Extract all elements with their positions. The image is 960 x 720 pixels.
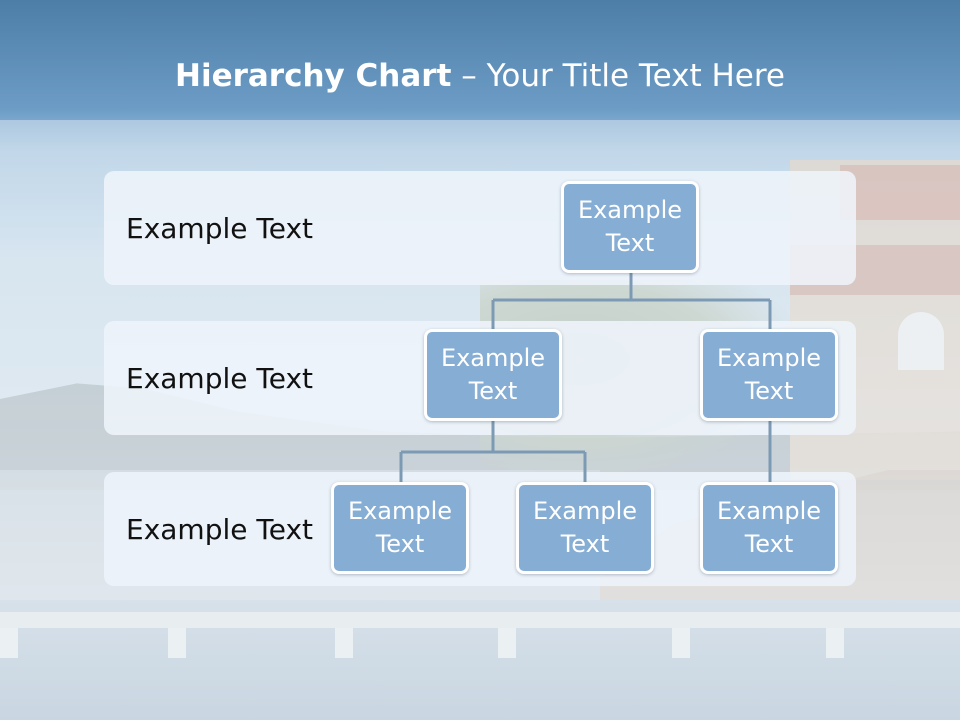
level-label-1[interactable]: Example Text [126,211,314,245]
pier-post [168,628,186,658]
slide-title-bold: Hierarchy Chart [175,58,452,94]
node-root[interactable]: Example Text [561,181,699,273]
level-label-3[interactable]: Example Text [126,512,314,546]
pier-post [335,628,353,658]
pier-post [0,628,18,658]
slide-title-rest: – Your Title Text Here [451,58,785,94]
pier-post [826,628,844,658]
pier [0,612,960,628]
level-label-2[interactable]: Example Text [126,361,314,395]
villa-roof-upper [840,165,960,220]
node-level2-left[interactable]: Example Text [424,329,562,421]
level-band-1: Example Text [104,171,856,285]
node-level3-middle[interactable]: Example Text [516,482,654,574]
node-level2-right[interactable]: Example Text [700,329,838,421]
pier-post [672,628,690,658]
pier-post [498,628,516,658]
node-level3-right[interactable]: Example Text [700,482,838,574]
node-level3-left[interactable]: Example Text [331,482,469,574]
villa-arched-window [898,312,944,370]
slide-title[interactable]: Hierarchy Chart – Your Title Text Here [0,56,960,96]
